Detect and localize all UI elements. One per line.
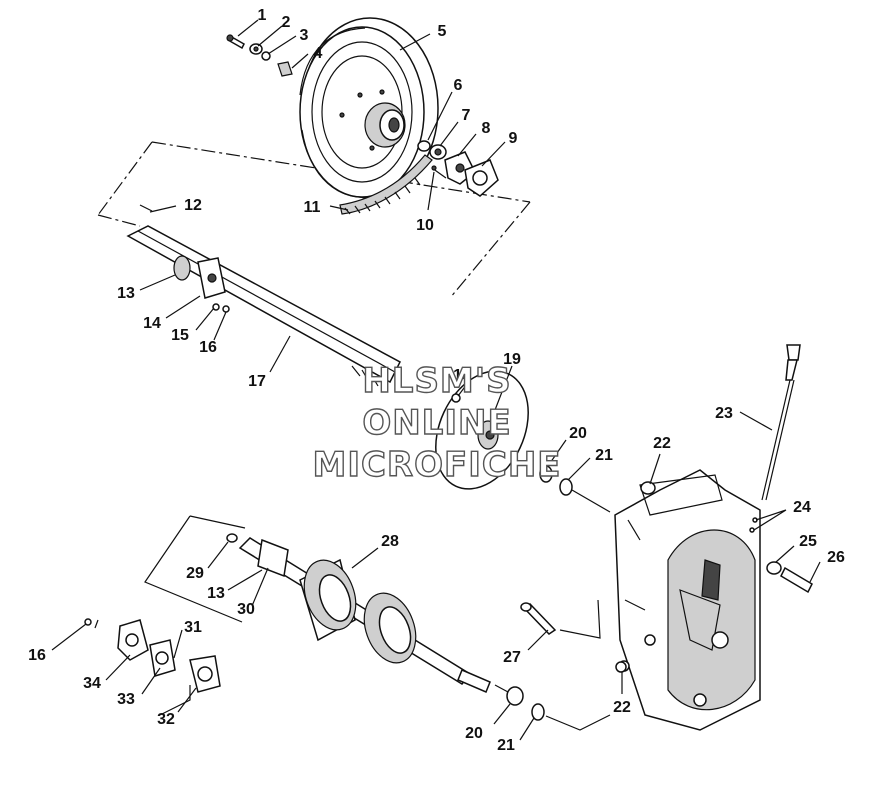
callout-c15: 15 — [171, 327, 189, 344]
callout-c18: 18 — [453, 367, 471, 384]
callout-c10: 10 — [416, 217, 434, 234]
tensioner-bolt — [766, 561, 813, 594]
leader-lines — [51, 19, 821, 741]
callout-c22a: 22 — [653, 435, 671, 452]
bracket-boundary — [94, 619, 191, 716]
callout-c3: 3 — [300, 27, 309, 44]
watermark: HLSM'S ONLINE MICROFICHE — [312, 360, 561, 485]
callout-c4: 4 — [314, 45, 323, 62]
bearing-plates — [84, 618, 221, 693]
callout-c31: 31 — [184, 619, 202, 636]
callout-c13b: 13 — [207, 585, 225, 602]
lower-seals — [494, 661, 627, 731]
callout-c11: 11 — [304, 199, 321, 216]
callout-c13a: 13 — [117, 285, 135, 302]
callout-c25: 25 — [799, 533, 817, 550]
upper-seals — [539, 465, 611, 513]
callout-c21b: 21 — [497, 737, 515, 754]
drive-axle — [226, 533, 491, 693]
callout-c20b: 20 — [465, 725, 483, 742]
callout-c9: 9 — [509, 130, 518, 147]
callout-c12: 12 — [184, 197, 202, 214]
callout-c21a: 21 — [595, 447, 613, 464]
callout-c20a: 20 — [569, 425, 587, 442]
chaincase-housing — [614, 469, 761, 731]
callout-c22b: 22 — [613, 699, 631, 716]
callout-c14: 14 — [143, 315, 161, 332]
callout-c6: 6 — [454, 77, 463, 94]
callout-c2: 2 — [282, 14, 291, 31]
callout-c19: 19 — [503, 351, 521, 368]
watermark-line-2: ONLINE — [362, 403, 511, 443]
dipstick — [749, 344, 801, 533]
callout-c8: 8 — [482, 120, 491, 137]
drive-belt — [339, 154, 433, 215]
callout-c29: 29 — [186, 565, 204, 582]
watermark-line-3: MICROFICHE — [312, 445, 561, 485]
callout-c17: 17 — [248, 373, 266, 390]
callout-c30: 30 — [237, 601, 255, 618]
assembly-boundary-lower — [144, 515, 246, 623]
callout-c1: 1 — [258, 7, 267, 24]
callout-c28: 28 — [381, 533, 399, 550]
callout-c27: 27 — [503, 649, 521, 666]
jackshaft — [126, 204, 401, 387]
watermark-line-1: HLSM'S — [362, 361, 511, 401]
callout-c7: 7 — [462, 107, 471, 124]
callout-c16b: 16 — [28, 647, 46, 664]
callout-c33: 33 — [117, 691, 135, 708]
driven-pulley — [299, 17, 439, 199]
callout-c5: 5 — [438, 23, 447, 40]
callout-c23: 23 — [715, 405, 733, 422]
callout-c34: 34 — [83, 675, 101, 692]
brake-disc — [435, 370, 529, 490]
callout-c16a: 16 — [199, 339, 217, 356]
callout-c32: 32 — [157, 711, 175, 728]
assembly-boundary-upper — [97, 141, 531, 299]
callout-c26: 26 — [827, 549, 845, 566]
callout-c24: 24 — [793, 499, 811, 516]
pulley-hardware — [226, 34, 499, 197]
housing-bolt — [520, 599, 601, 639]
